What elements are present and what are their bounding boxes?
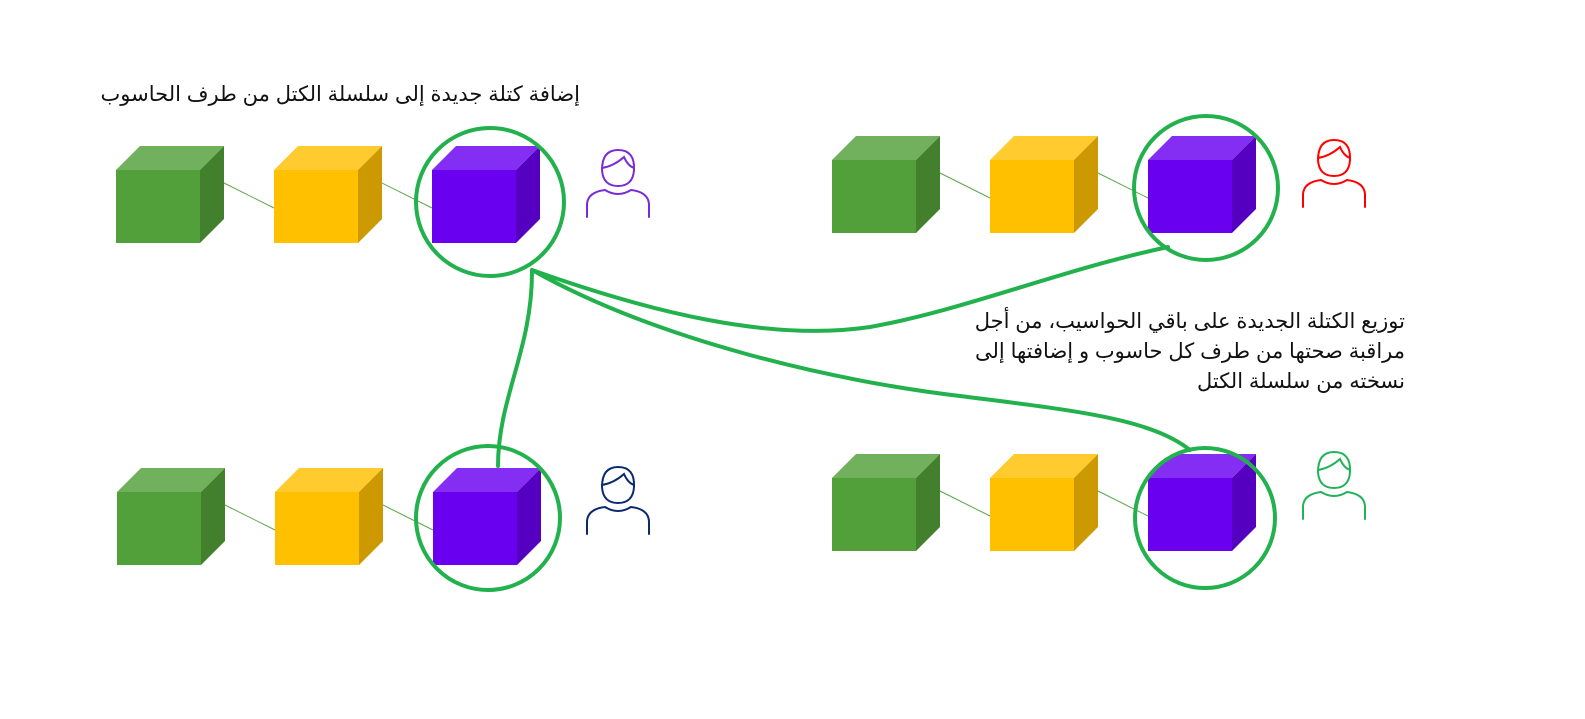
green-block-top (832, 136, 940, 160)
yellow-block-front (274, 170, 358, 243)
green-block-front (832, 160, 916, 233)
blocks-layer (116, 136, 1256, 565)
purple-block-top (432, 146, 540, 170)
green-block-top (116, 146, 224, 170)
broadcast-connection-bottom-right (530, 268, 1192, 452)
yellow-block-side (1074, 454, 1098, 551)
purple-block-top-right (1148, 136, 1256, 233)
user-icon-top-right (1302, 138, 1366, 208)
yellow-block-top-left (274, 146, 382, 243)
user-head (1316, 138, 1352, 178)
purple-block-top (1148, 454, 1256, 478)
yellow-block-top (990, 454, 1098, 478)
green-block-top (832, 454, 940, 478)
green-block-bottom-left (117, 468, 225, 565)
new-block-ring-bottom-left (414, 444, 562, 592)
user-hair (601, 155, 635, 169)
purple-block-front (432, 170, 516, 243)
yellow-block-front (990, 478, 1074, 551)
chain-link-top-right-1 (1095, 171, 1149, 199)
green-block-bottom-right (832, 454, 940, 551)
purple-block-front (433, 492, 517, 565)
new-block-ring-top-left (414, 126, 566, 278)
green-block-front (116, 170, 200, 243)
chain-link-bottom-right-1 (1095, 489, 1149, 517)
user-body (1302, 178, 1366, 208)
green-block-side (201, 468, 225, 565)
user-hair (1317, 457, 1351, 471)
yellow-block-top (275, 468, 383, 492)
chain-link-bottom-right-0 (937, 489, 991, 517)
green-block-top (117, 468, 225, 492)
user-body (586, 505, 650, 535)
yellow-block-side (359, 468, 383, 565)
yellow-block-side (1074, 136, 1098, 233)
yellow-block-top-right (990, 136, 1098, 233)
green-block-side (200, 146, 224, 243)
connections-layer (496, 245, 1192, 468)
user-hair (1317, 145, 1351, 159)
green-block-top-left (116, 146, 224, 243)
user-head (600, 465, 636, 505)
user-icon-bottom-right (1302, 450, 1366, 520)
chain-link-top-left-1 (379, 181, 433, 209)
user-head (1316, 450, 1352, 490)
purple-block-front (1148, 160, 1232, 233)
green-block-side (916, 454, 940, 551)
broadcast-connection-top-right (530, 245, 1170, 333)
green-block-front (117, 492, 201, 565)
yellow-block-front (990, 160, 1074, 233)
yellow-block-side (358, 146, 382, 243)
chain-link-top-right-0 (937, 171, 991, 199)
purple-block-side (1232, 136, 1256, 233)
purple-block-bottom-right (1148, 454, 1256, 551)
broadcast-connection-bottom-left (496, 270, 534, 468)
yellow-block-front (275, 492, 359, 565)
user-hair (601, 472, 635, 486)
distribution-caption-line-2: مراقبة صحتها من طرف كل حاسوب و إضافتها إ… (975, 340, 1405, 363)
purple-block-side (517, 468, 541, 565)
chain-link-bottom-left-0 (222, 503, 276, 531)
green-block-side (916, 136, 940, 233)
chain-links-layer (221, 171, 1149, 531)
green-block-top-right (832, 136, 940, 233)
yellow-block-bottom-right (990, 454, 1098, 551)
yellow-block-top (990, 136, 1098, 160)
distribution-caption-line-1: توزيع الكتلة الجديدة على باقي الحواسيب، … (974, 310, 1405, 333)
user-body (1302, 490, 1366, 520)
green-block-front (832, 478, 916, 551)
yellow-block-top (274, 146, 382, 170)
distribution-caption-line-3: نسخته من سلسلة الكتل (1196, 370, 1405, 393)
users-layer (586, 138, 1366, 535)
add-block-caption-text: إضافة كتلة جديدة إلى سلسلة الكتل من طرف … (100, 83, 580, 106)
user-icon-bottom-left (586, 465, 650, 535)
add-block-caption: إضافة كتلة جديدة إلى سلسلة الكتل من طرف … (100, 80, 580, 110)
purple-block-top-left (432, 146, 540, 243)
chain-link-top-left-0 (221, 181, 275, 209)
purple-block-side (1232, 454, 1256, 551)
user-body (586, 188, 650, 218)
purple-block-bottom-left (433, 468, 541, 565)
distribution-caption: توزيع الكتلة الجديدة على باقي الحواسيب، … (935, 307, 1405, 397)
new-block-ring-bottom-right (1133, 446, 1277, 590)
yellow-block-bottom-left (275, 468, 383, 565)
purple-block-side (516, 146, 540, 243)
new-block-ring-top-right (1132, 114, 1280, 262)
user-head (600, 148, 636, 188)
rings-layer (414, 114, 1280, 592)
chain-link-bottom-left-1 (380, 503, 434, 531)
user-icon-top-left (586, 148, 650, 218)
purple-block-top (433, 468, 541, 492)
purple-block-top (1148, 136, 1256, 160)
purple-block-front (1148, 478, 1232, 551)
